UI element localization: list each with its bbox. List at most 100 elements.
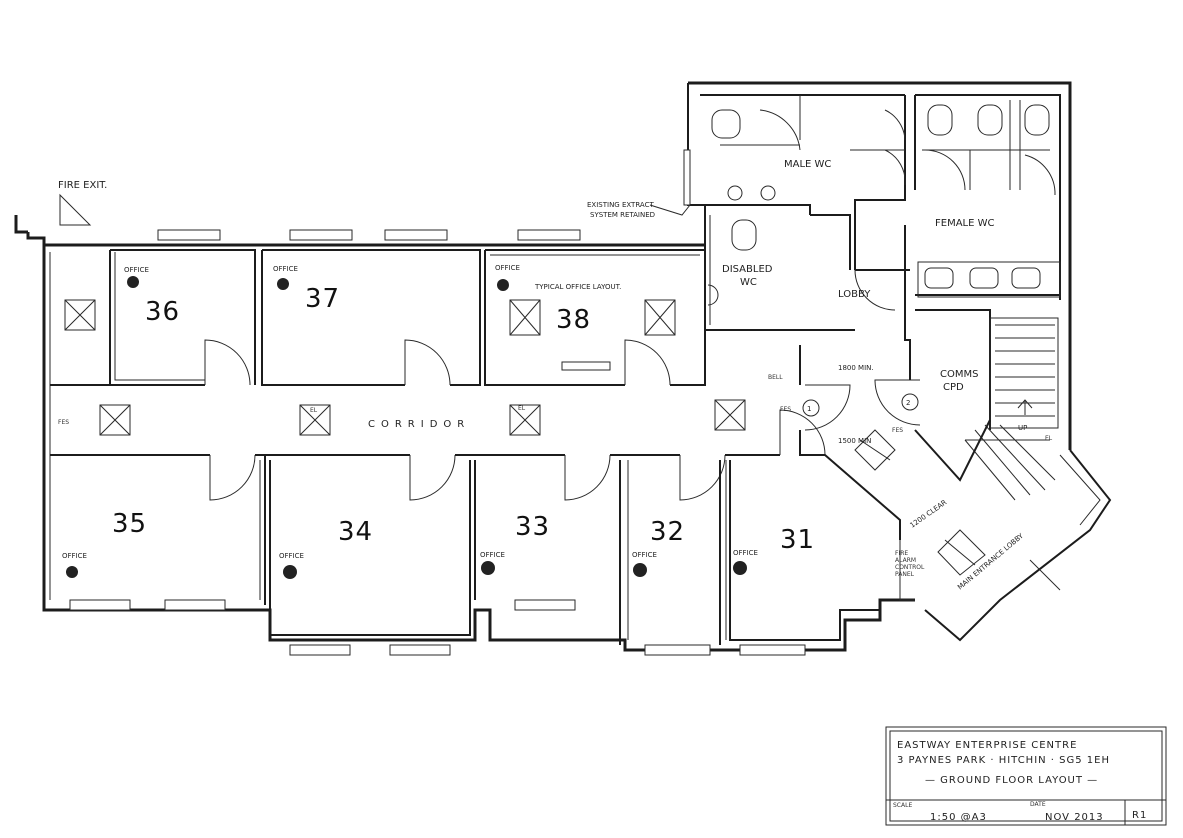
- office-32-walls: [719, 460, 727, 645]
- light-fixture-icon: [509, 404, 541, 436]
- office-tag-32: OFFICE: [632, 551, 657, 559]
- light-fixture-icon: [937, 529, 986, 576]
- office-31-walls: [729, 460, 880, 641]
- entrance-lobby-walls: [899, 419, 1112, 642]
- basin-icon: [969, 267, 999, 289]
- phone-socket-icon: [127, 276, 139, 288]
- disabled-wc-label-2: WC: [740, 277, 757, 288]
- dimension-1800-label: 1800 MIN.: [838, 364, 874, 372]
- lobby-label: LOBBY: [838, 289, 871, 300]
- bell-label: BELL: [768, 374, 783, 381]
- office-tag-34: OFFICE: [279, 552, 304, 560]
- fire-alarm-label-1: FIRE: [895, 550, 908, 557]
- lobby-walls: [854, 225, 991, 430]
- toilet-icon: [731, 219, 757, 251]
- toilet-icon: [927, 104, 953, 136]
- office-33-walls: [474, 460, 629, 645]
- office-tag-35: OFFICE: [62, 552, 87, 560]
- toilet-icon: [977, 104, 1003, 136]
- office-tag-37: OFFICE: [273, 265, 298, 273]
- fes-label-lobby: FES: [892, 427, 903, 434]
- el-label-corridor-2: EL: [518, 405, 526, 412]
- el-label-corridor: EL: [310, 407, 318, 414]
- basin-icon: [760, 185, 776, 201]
- phone-socket-icon: [633, 563, 647, 577]
- office-35-walls: [259, 455, 266, 605]
- fes-label-corridor: FES: [780, 406, 791, 413]
- phone-socket-icon: [277, 278, 289, 290]
- office-tag-36: OFFICE: [124, 266, 149, 274]
- min-1500-label: 1500 MIN: [838, 437, 871, 445]
- date-value: NOV 2013: [1045, 812, 1104, 823]
- scale-label: SCALE: [893, 802, 912, 809]
- top-windows: [157, 229, 581, 241]
- disabled-wc-label-1: DISABLED: [722, 264, 773, 275]
- phone-socket-icon: [481, 561, 495, 575]
- title-line-2: 3 PAYNES PARK · HITCHIN · SG5 1EH: [897, 755, 1110, 766]
- office-37-walls: [261, 249, 481, 386]
- basin-icon: [727, 185, 743, 201]
- office-number-33: 33: [515, 512, 550, 542]
- circle-2-label: 2: [906, 399, 910, 407]
- stairs: [964, 317, 1059, 501]
- circle-1-label: 1: [807, 405, 811, 413]
- office-number-34: 34: [338, 517, 373, 547]
- office-number-32: 32: [650, 517, 685, 547]
- ceiling-light-fixtures: [64, 299, 986, 576]
- title-line-1: EASTWAY ENTERPRISE CENTRE: [897, 740, 1077, 751]
- office-markers: [66, 276, 747, 579]
- office-tag-38: OFFICE: [495, 264, 520, 272]
- office-number-31: 31: [780, 525, 815, 555]
- light-fixture-icon: [714, 399, 746, 431]
- scale-value: 1:50 @A3: [930, 812, 987, 823]
- date-label: DATE: [1030, 801, 1046, 808]
- sanitary-fixtures: [707, 104, 1050, 306]
- fes-label-left: FES: [58, 419, 69, 426]
- el-label-stair: EL: [1045, 435, 1053, 442]
- main-entrance-label: MAIN ENTRANCE LOBBY: [956, 532, 1025, 592]
- light-fixture-icon: [299, 404, 331, 436]
- phone-socket-icon: [66, 566, 78, 578]
- clear-dimension-label: 1200 CLEAR: [909, 498, 949, 529]
- fire-alarm-label-2: ALARM: [895, 557, 916, 564]
- male-wc-label: MALE WC: [784, 159, 831, 170]
- title-line-3: — GROUND FLOOR LAYOUT —: [925, 775, 1098, 786]
- office-number-38: 38: [556, 305, 591, 335]
- extract-arrow-icon: [649, 204, 691, 216]
- phone-socket-icon: [283, 565, 297, 579]
- corridor-walls: [50, 345, 921, 540]
- extract-label-2: SYSTEM RETAINED: [590, 211, 655, 219]
- office-tag-33: OFFICE: [480, 551, 505, 559]
- light-fixture-icon: [509, 299, 541, 336]
- toilet-icon: [1024, 104, 1050, 136]
- fire-exit-label: FIRE EXIT.: [58, 180, 107, 191]
- office-number-37: 37: [305, 284, 340, 314]
- comms-label-1: COMMS: [940, 369, 978, 380]
- male-wc-walls: [700, 95, 906, 331]
- stair-up-label: UP: [1018, 424, 1027, 432]
- light-fixture-icon: [99, 404, 131, 436]
- office-34-walls: [269, 460, 471, 636]
- light-fixture-icon: [64, 299, 96, 331]
- phone-socket-icon: [733, 561, 747, 575]
- office-tag-31: OFFICE: [733, 549, 758, 557]
- female-wc-label: FEMALE WC: [935, 218, 994, 229]
- title-block: EASTWAY ENTERPRISE CENTRE 3 PAYNES PARK …: [885, 726, 1167, 826]
- comms-label-2: CPD: [943, 382, 964, 393]
- corridor-label: CORRIDOR: [368, 419, 470, 430]
- fire-alarm-label-4: PANEL: [895, 571, 915, 578]
- bottom-windows: [69, 599, 806, 656]
- revision-label: R1: [1132, 810, 1147, 821]
- light-fixture-icon: [644, 299, 676, 336]
- fire-alarm-label-3: CONTROL: [895, 564, 925, 571]
- typical-layout-label: TYPICAL OFFICE LAYOUT.: [534, 283, 621, 291]
- office-number-36: 36: [145, 297, 180, 327]
- fire-exit-arrow-icon: [59, 193, 92, 226]
- light-fixture-icon: [854, 429, 896, 471]
- office-number-35: 35: [112, 509, 147, 539]
- toilet-icon: [711, 109, 741, 139]
- basin-icon: [924, 267, 954, 289]
- female-wc-walls: [914, 95, 1061, 298]
- phone-socket-icon: [497, 279, 509, 291]
